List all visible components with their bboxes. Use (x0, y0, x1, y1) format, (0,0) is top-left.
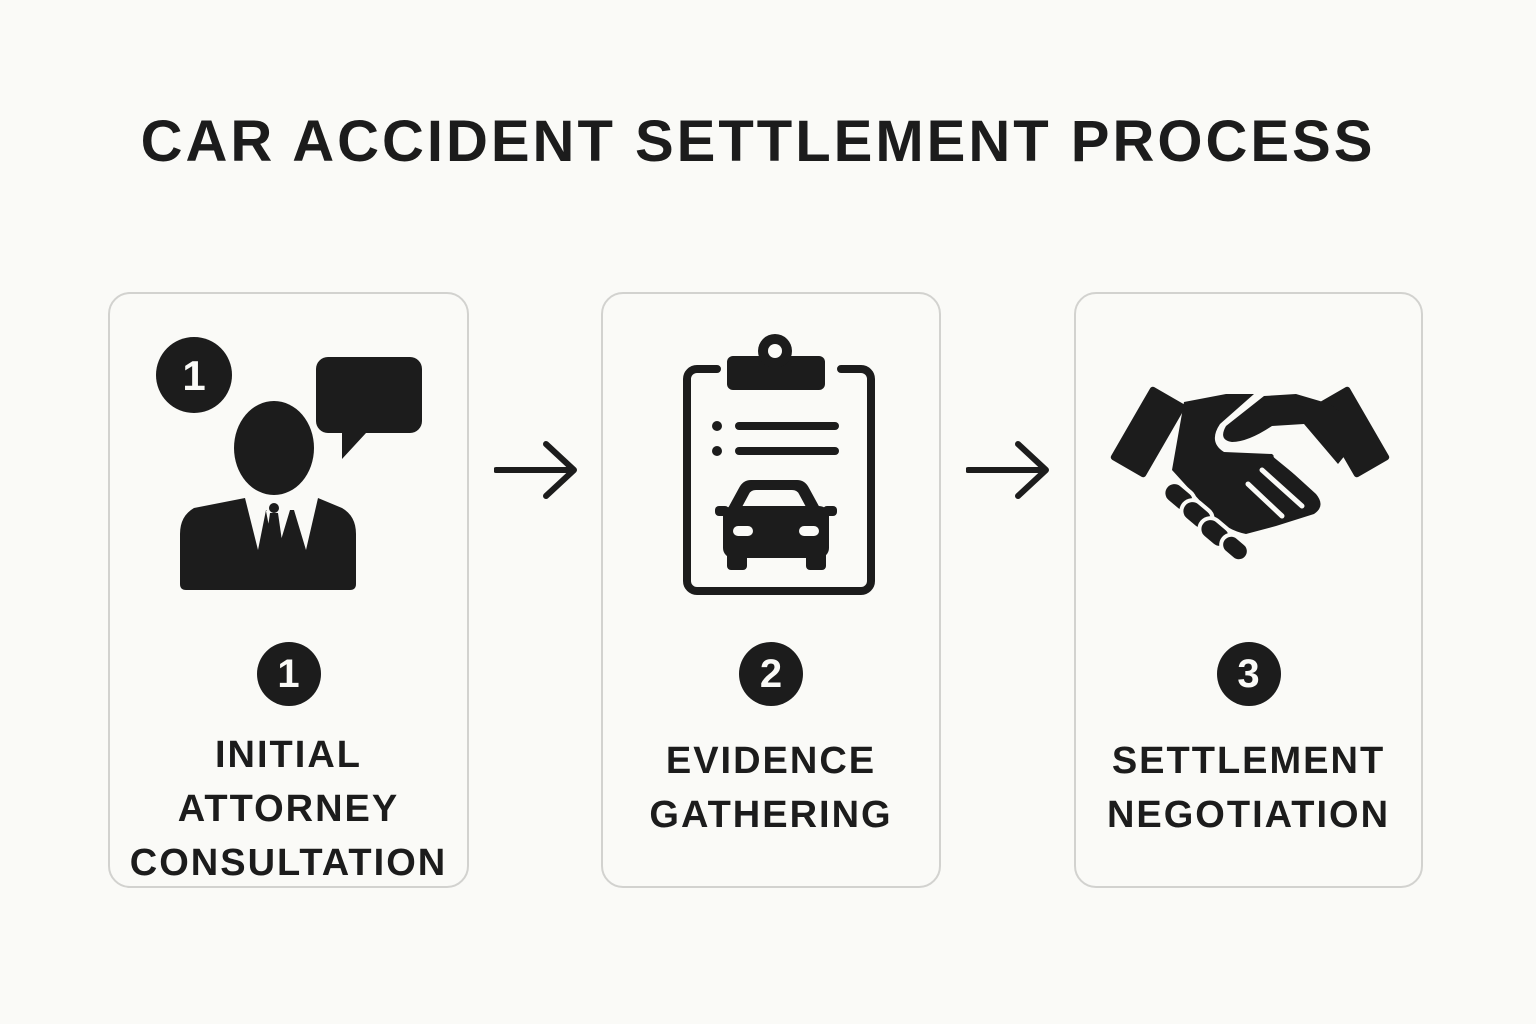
person-head-icon (234, 401, 314, 495)
step-label-line: GATHERING (649, 794, 893, 836)
clipboard-car-icon (603, 294, 939, 624)
step-label-line: INITIAL (215, 734, 362, 776)
step-number-badge: 1 (256, 642, 321, 706)
arrow-right-icon (966, 441, 1049, 499)
arrow-right-icon (494, 441, 577, 499)
icon-badge-number: 1 (182, 352, 205, 399)
speech-bubble-icon (316, 357, 422, 459)
step-number-badge: 2 (739, 642, 803, 706)
step-label: SETTLEMENT NEGOTIATION (1076, 734, 1421, 842)
page-title: CAR ACCIDENT SETTLEMENT PROCESS (140, 109, 1376, 174)
step-label-line: CONSULTATION (129, 842, 448, 884)
step-card-2: 2 EVIDENCE GATHERING (601, 292, 941, 888)
step-label: INITIAL ATTORNEY CONSULTATION (110, 728, 467, 890)
attorney-consultation-icon: 1 (110, 294, 467, 624)
step-card-1: 1 1 INITIAL ATTORNEY CONSULTATION (108, 292, 469, 888)
car-icon (715, 480, 837, 570)
step-label: EVIDENCE GATHERING (603, 734, 939, 842)
handshake-icon (1076, 294, 1421, 624)
finger-icon (1161, 480, 1251, 564)
step-label-line: SETTLEMENT (1111, 740, 1386, 782)
step-label-line: ATTORNEY (177, 788, 400, 830)
step-label-line: EVIDENCE (665, 740, 877, 782)
step-number-badge: 3 (1216, 642, 1281, 706)
clipboard-icon (683, 365, 875, 595)
number-bubble-icon: 1 (156, 337, 232, 413)
step-label-line: NEGOTIATION (1106, 794, 1391, 836)
step-card-3: 3 SETTLEMENT NEGOTIATION (1074, 292, 1423, 888)
